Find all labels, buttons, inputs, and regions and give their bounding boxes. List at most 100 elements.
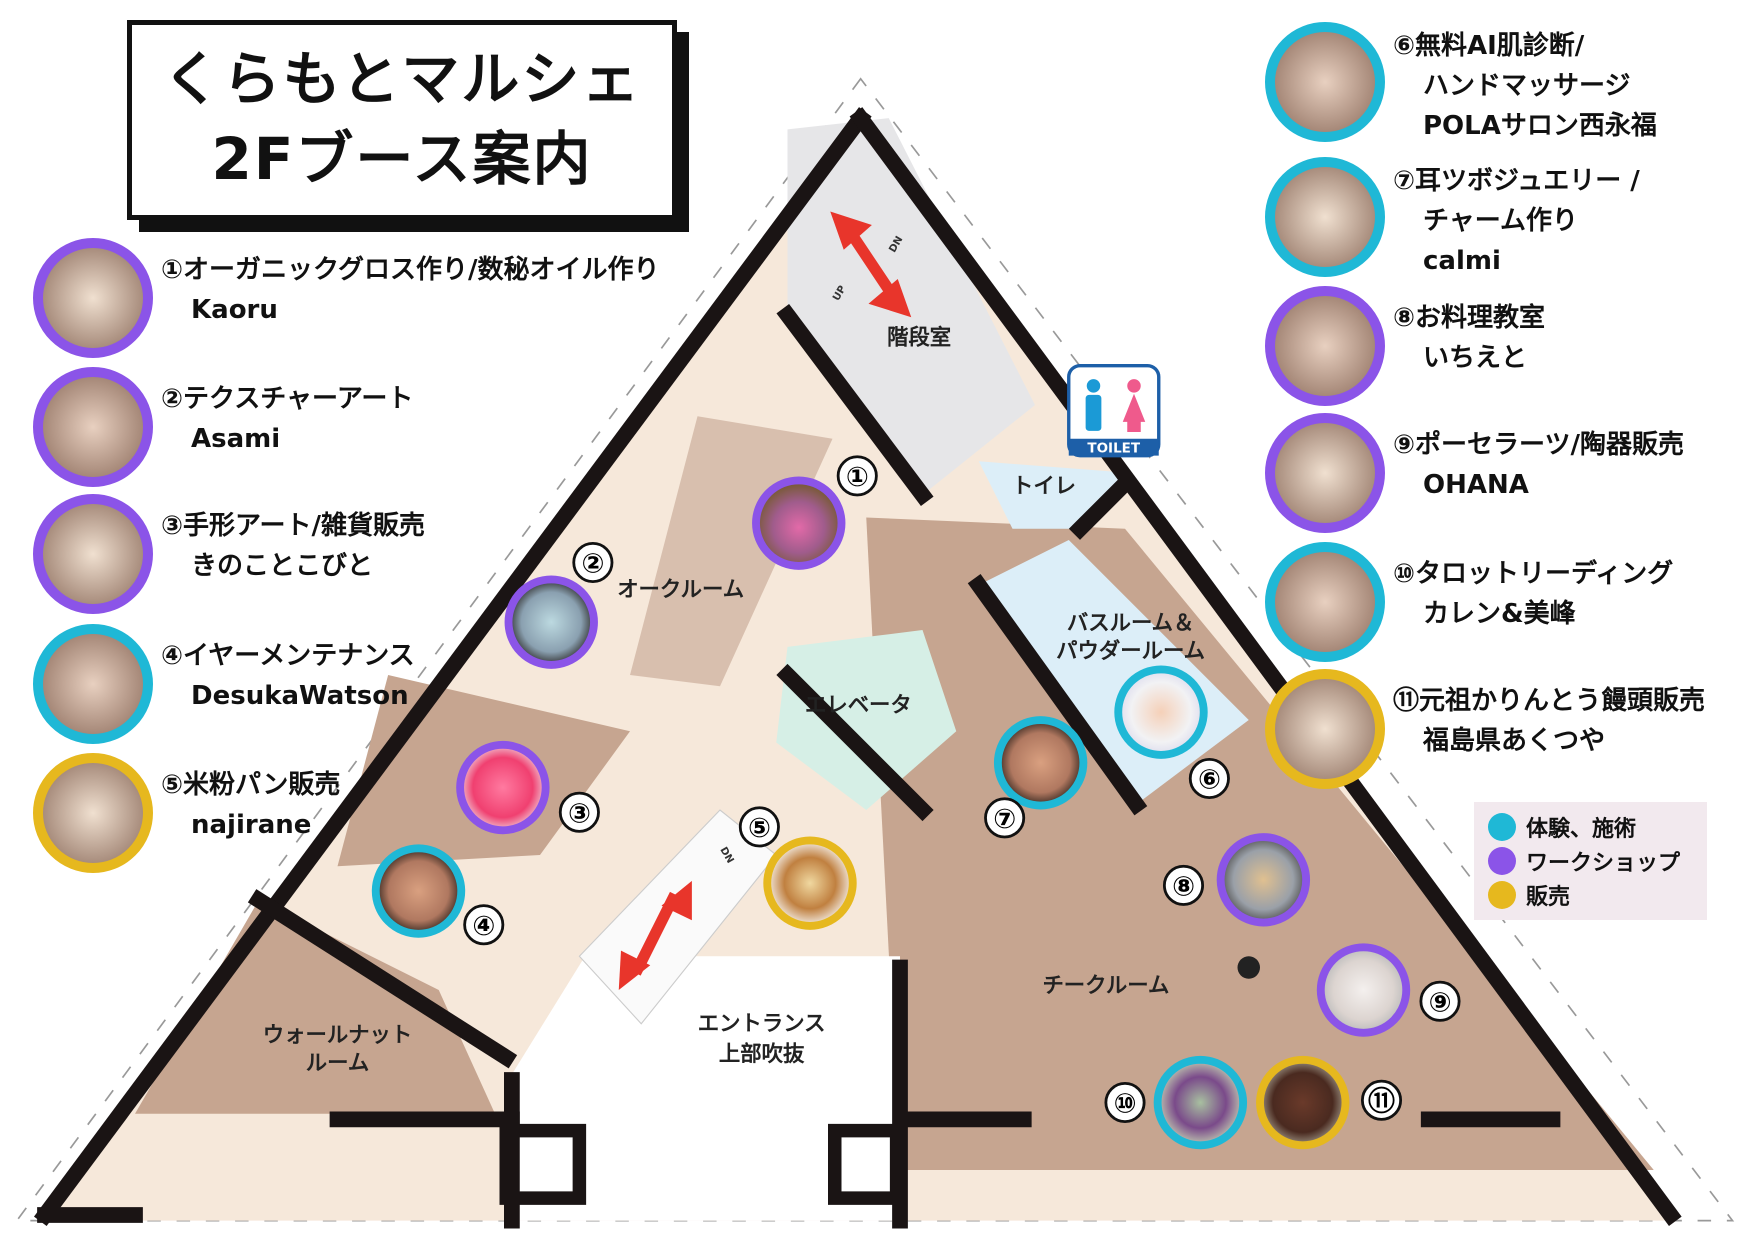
stair-arrow-upper — [830, 211, 912, 318]
booth-vendor: カレン&美峰 — [1423, 599, 1576, 629]
label-walnut-room: ウォールナット — [263, 1023, 413, 1048]
map-marker-photo-7 — [993, 716, 1088, 810]
booth-photo — [1265, 542, 1385, 662]
map-marker-photo-6 — [1114, 665, 1208, 759]
booth-entry-2: ②テクスチャーアート Asami — [33, 367, 413, 487]
outer-boundary — [15, 77, 1735, 1222]
elevator — [776, 630, 957, 810]
booth-entry-7: ⑦耳ツボジュエリー / チャーム作り calmi — [1265, 157, 1640, 281]
stair-arrow-lower — [618, 880, 692, 990]
booth-name: 米粉パン販売 — [183, 770, 341, 800]
booth-number: ⑥ — [1393, 31, 1416, 61]
label-oak-room: オークルーム — [617, 577, 744, 602]
label-entrance-void: 上部吹抜 — [719, 1041, 805, 1067]
map-marker-number-2: ② — [581, 549, 604, 580]
legend-label: 体験、施術 — [1526, 817, 1637, 842]
map-marker-number-7: ⑦ — [993, 804, 1016, 835]
map-marker-photo-11 — [1256, 1055, 1350, 1150]
purple-dot-icon — [1488, 847, 1516, 875]
booth-name: ポーセラーツ/陶器販売 — [1415, 430, 1684, 460]
label-walnut-room-2: ルーム — [306, 1051, 369, 1076]
map-marker-number-circle — [463, 904, 505, 946]
map-marker-photo-10 — [1153, 1055, 1248, 1150]
map-marker-number-8: ⑧ — [1172, 872, 1195, 903]
label-teak-room: チークルーム — [1042, 973, 1169, 998]
booth-number: ⑪ — [1393, 686, 1420, 716]
map-marker-photo-2 — [504, 575, 598, 669]
booth-number: ② — [161, 384, 184, 414]
toilet-sign: TOILET — [1067, 363, 1161, 458]
booth-name: お料理教室 — [1415, 303, 1546, 333]
booth-vendor: きのことこびと — [191, 551, 374, 581]
booth-name: 手形アート/雑貨販売 — [183, 511, 425, 541]
map-marker-number-1: ① — [846, 462, 869, 493]
map-marker-number-circle — [1419, 980, 1461, 1022]
booth-photo — [33, 494, 153, 614]
booth-photo — [1265, 22, 1385, 142]
map-marker-number-circle — [738, 806, 780, 848]
map-marker-number-3: ③ — [568, 798, 591, 829]
booth-entry-9: ⑨ポーセラーツ/陶器販売 OHANA — [1265, 413, 1684, 533]
cyan-dot-icon — [1488, 813, 1516, 841]
female-icon — [1127, 379, 1141, 393]
toilet-sign-text: TOILET — [1087, 440, 1141, 456]
title-box: くらもとマルシェ 2Fブース案内 — [127, 20, 677, 220]
map-marker-number-5: ⑤ — [748, 813, 771, 844]
map-marker-number-circle — [558, 791, 600, 833]
map-marker-number-circle — [1162, 864, 1205, 906]
stair-room — [787, 118, 1035, 495]
map-marker-number-circle — [1360, 1079, 1403, 1121]
map-marker-photo-1 — [752, 476, 846, 570]
booth-name-2: ハンドマッサージ — [1423, 71, 1631, 101]
booth-entry-3: ③手形アート/雑貨販売 きのことこびと — [33, 494, 425, 614]
booth-photo — [33, 624, 153, 744]
label-bathroom: バスルーム＆ — [1067, 611, 1195, 636]
booth-photo — [1265, 286, 1385, 406]
booth-photo — [33, 367, 153, 487]
legend-item-sales: 販売 — [1488, 878, 1693, 912]
legend-item-experience: 体験、施術 — [1488, 810, 1693, 844]
map-marker-number-11: ⑪ — [1368, 1085, 1395, 1117]
booth-number: ① — [161, 255, 184, 285]
map-marker-photo-5 — [763, 836, 857, 930]
booth-vendor: いちえと — [1423, 343, 1528, 373]
booth-number: ⑦ — [1393, 166, 1416, 196]
map-marker-photo-9 — [1316, 943, 1411, 1037]
booth-number: ④ — [161, 641, 184, 671]
map-marker-number-9: ⑨ — [1429, 987, 1452, 1018]
legend: 体験、施術 ワークショップ 販売 — [1474, 802, 1707, 920]
booth-name: 元祖かりんとう饅頭販売 — [1419, 686, 1706, 716]
booth-name: イヤーメンテナンス — [183, 641, 415, 671]
booth-number: ⑤ — [161, 770, 184, 800]
booth-photo — [1265, 669, 1385, 789]
map-marker-number-6: ⑥ — [1198, 765, 1221, 796]
booth-entry-10: ⑩タロットリーディング カレン&美峰 — [1265, 542, 1673, 662]
booth-entry-4: ④イヤーメンテナンス DesukaWatson — [33, 624, 415, 744]
booth-photo — [33, 238, 153, 358]
booth-entry-5: ⑤米粉パン販売 najirane — [33, 753, 340, 873]
booth-photo — [1265, 413, 1385, 533]
map-marker-number-circle — [984, 797, 1026, 839]
booth-name: テクスチャーアート — [183, 384, 414, 414]
booth-entry-1: ①オーガニックグロス作り/数秘オイル作り Kaoru — [33, 238, 659, 358]
booth-entry-11: ⑪元祖かりんとう饅頭販売 福島県あくつや — [1265, 669, 1705, 789]
booth-vendor: calmi — [1423, 246, 1501, 276]
booth-name-2: チャーム作り — [1423, 206, 1578, 236]
map-marker-number-10: ⑩ — [1114, 1089, 1137, 1120]
title-line-2: 2Fブース案内 — [211, 125, 593, 193]
entrance-void — [511, 956, 900, 1221]
booth-entry-6: ⑥無料AI肌診断/ ハンドマッサージ POLAサロン西永福 — [1265, 22, 1657, 146]
booth-photo — [1265, 157, 1385, 277]
booth-number: ⑧ — [1393, 303, 1416, 333]
booth-vendor: POLAサロン西永福 — [1423, 111, 1657, 141]
booth-entry-8: ⑧お料理教室 いちえと — [1265, 286, 1545, 406]
male-icon — [1086, 379, 1101, 393]
legend-item-workshop: ワークショップ — [1488, 844, 1693, 878]
label-powder-room: パウダールーム — [1056, 638, 1205, 664]
walnut-room — [135, 900, 495, 1114]
booth-name: 耳ツボジュエリー / — [1415, 166, 1640, 196]
map-marker-number-circle — [836, 455, 878, 497]
legend-label: 販売 — [1526, 885, 1571, 910]
booth-vendor: OHANA — [1423, 470, 1529, 500]
